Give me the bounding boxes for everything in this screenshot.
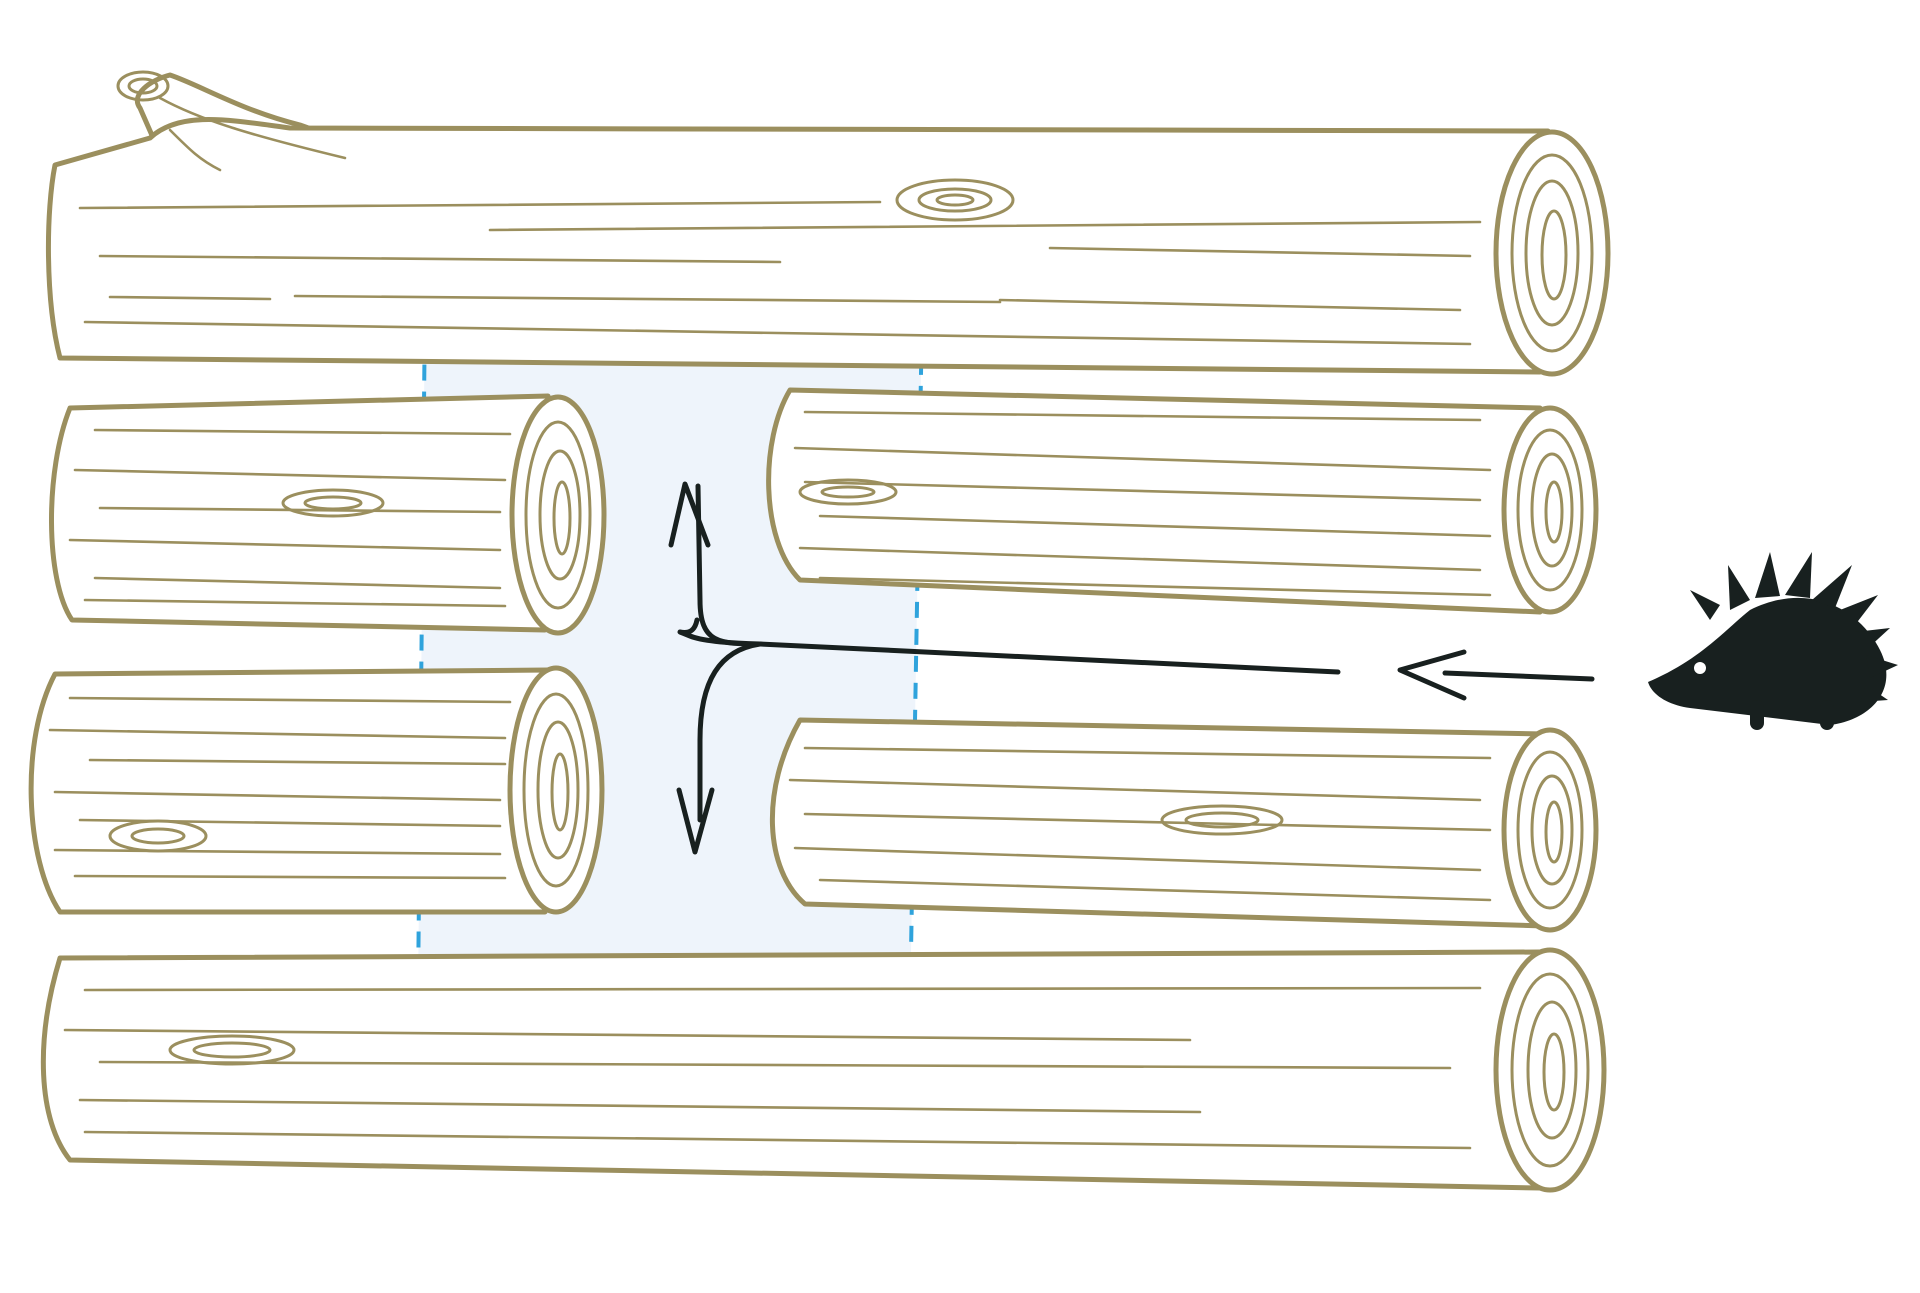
log-middle-right-lower [769,717,1599,933]
branch-down-path [697,641,763,823]
arrow-up-icon [668,481,711,548]
hedgehog-eye [1694,662,1706,674]
arrow-left-icon [1397,649,1595,701]
branch-up-path [695,483,763,647]
log-middle-left-upper [49,393,607,636]
log-top [45,70,1611,377]
log-middle-left-lower [28,665,605,915]
hedgehog-icon [1648,552,1898,730]
log-middle-right-upper [766,387,1599,615]
log-bottom [40,947,1607,1193]
path-arrows [668,481,1595,855]
arrow-down-icon [676,787,715,855]
